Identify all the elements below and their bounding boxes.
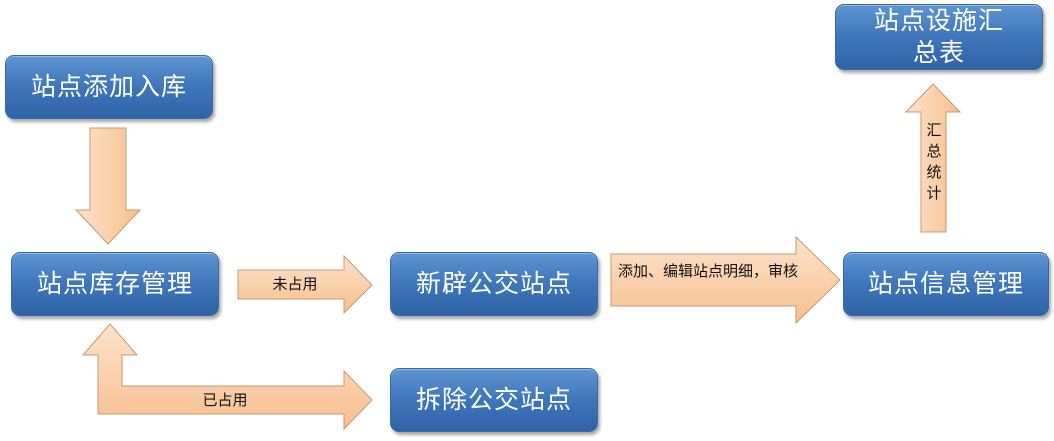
node-facility-summary-label: 站点设施汇总表 <box>873 6 1004 67</box>
node-remove-bus-stop: 拆除公交站点 <box>390 368 598 432</box>
edge-label-occupied: 已占用 <box>202 391 248 409</box>
edge-label-unoccupied: 未占用 <box>272 275 318 293</box>
node-inventory-management: 站点库存管理 <box>11 252 219 316</box>
node-remove-bus-stop-label: 拆除公交站点 <box>415 385 572 414</box>
arrow-summary-stats <box>904 83 962 233</box>
arrow-down-to-inventory <box>74 127 142 245</box>
edge-label-summary-stats: 汇总统计 <box>926 121 942 202</box>
node-info-management-label: 站点信息管理 <box>867 269 1024 298</box>
node-add-to-inventory-label: 站点添加入库 <box>30 72 187 101</box>
node-facility-summary: 站点设施汇总表 <box>835 4 1043 70</box>
edge-label-add-edit: 添加、编辑站点明细，审核 <box>618 262 799 280</box>
node-new-bus-stop: 新辟公交站点 <box>390 252 598 316</box>
node-info-management: 站点信息管理 <box>843 252 1049 316</box>
node-add-to-inventory: 站点添加入库 <box>5 55 213 119</box>
arrow-unoccupied <box>237 254 373 315</box>
arrow-add-edit <box>610 235 841 325</box>
node-new-bus-stop-label: 新辟公交站点 <box>415 269 572 298</box>
arrow-occupied <box>81 323 373 431</box>
node-inventory-management-label: 站点库存管理 <box>36 269 193 298</box>
